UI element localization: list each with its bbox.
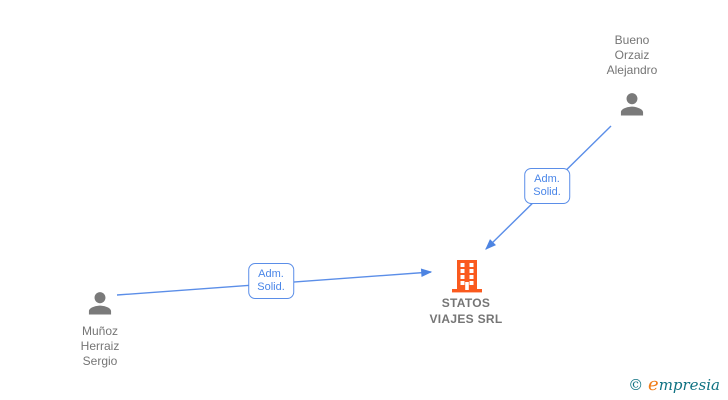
person-icon[interactable] xyxy=(616,88,648,120)
node-label-bueno-orzaiz-alejandro[interactable]: Bueno Orzaiz Alejandro xyxy=(572,33,692,78)
edge-label-line: Solid. xyxy=(257,281,285,293)
name-line: STATOS xyxy=(441,296,491,310)
name-line: Herraiz xyxy=(80,339,120,353)
person-icon[interactable] xyxy=(84,287,116,319)
edge-label-line: Solid. xyxy=(533,186,561,198)
name-line: Alejandro xyxy=(606,63,658,77)
brand-rest: mpresia xyxy=(658,376,720,394)
node-label-munoz-herraiz-sergio[interactable]: Muñoz Herraiz Sergio xyxy=(40,324,160,369)
name-line: Bueno xyxy=(614,33,650,47)
name-line: VIAJES SRL xyxy=(429,312,503,326)
name-line: Orzaiz xyxy=(614,48,650,62)
edge-label-adm-solid-left: Adm. Solid. xyxy=(248,263,294,299)
copyright-symbol: © xyxy=(628,376,644,394)
name-line: Muñoz xyxy=(81,324,119,338)
edge-label-line: Adm. xyxy=(534,173,560,185)
empresia-logo[interactable]: © empresia xyxy=(628,374,720,395)
edge-label-adm-solid-top: Adm. Solid. xyxy=(524,168,570,204)
edge-label-line: Adm. xyxy=(258,268,284,280)
company-building-icon[interactable] xyxy=(449,258,485,294)
brand-initial: e xyxy=(648,374,659,395)
node-label-statos-viajes-srl[interactable]: STATOS VIAJES SRL xyxy=(406,295,526,327)
name-line: Sergio xyxy=(82,354,118,368)
